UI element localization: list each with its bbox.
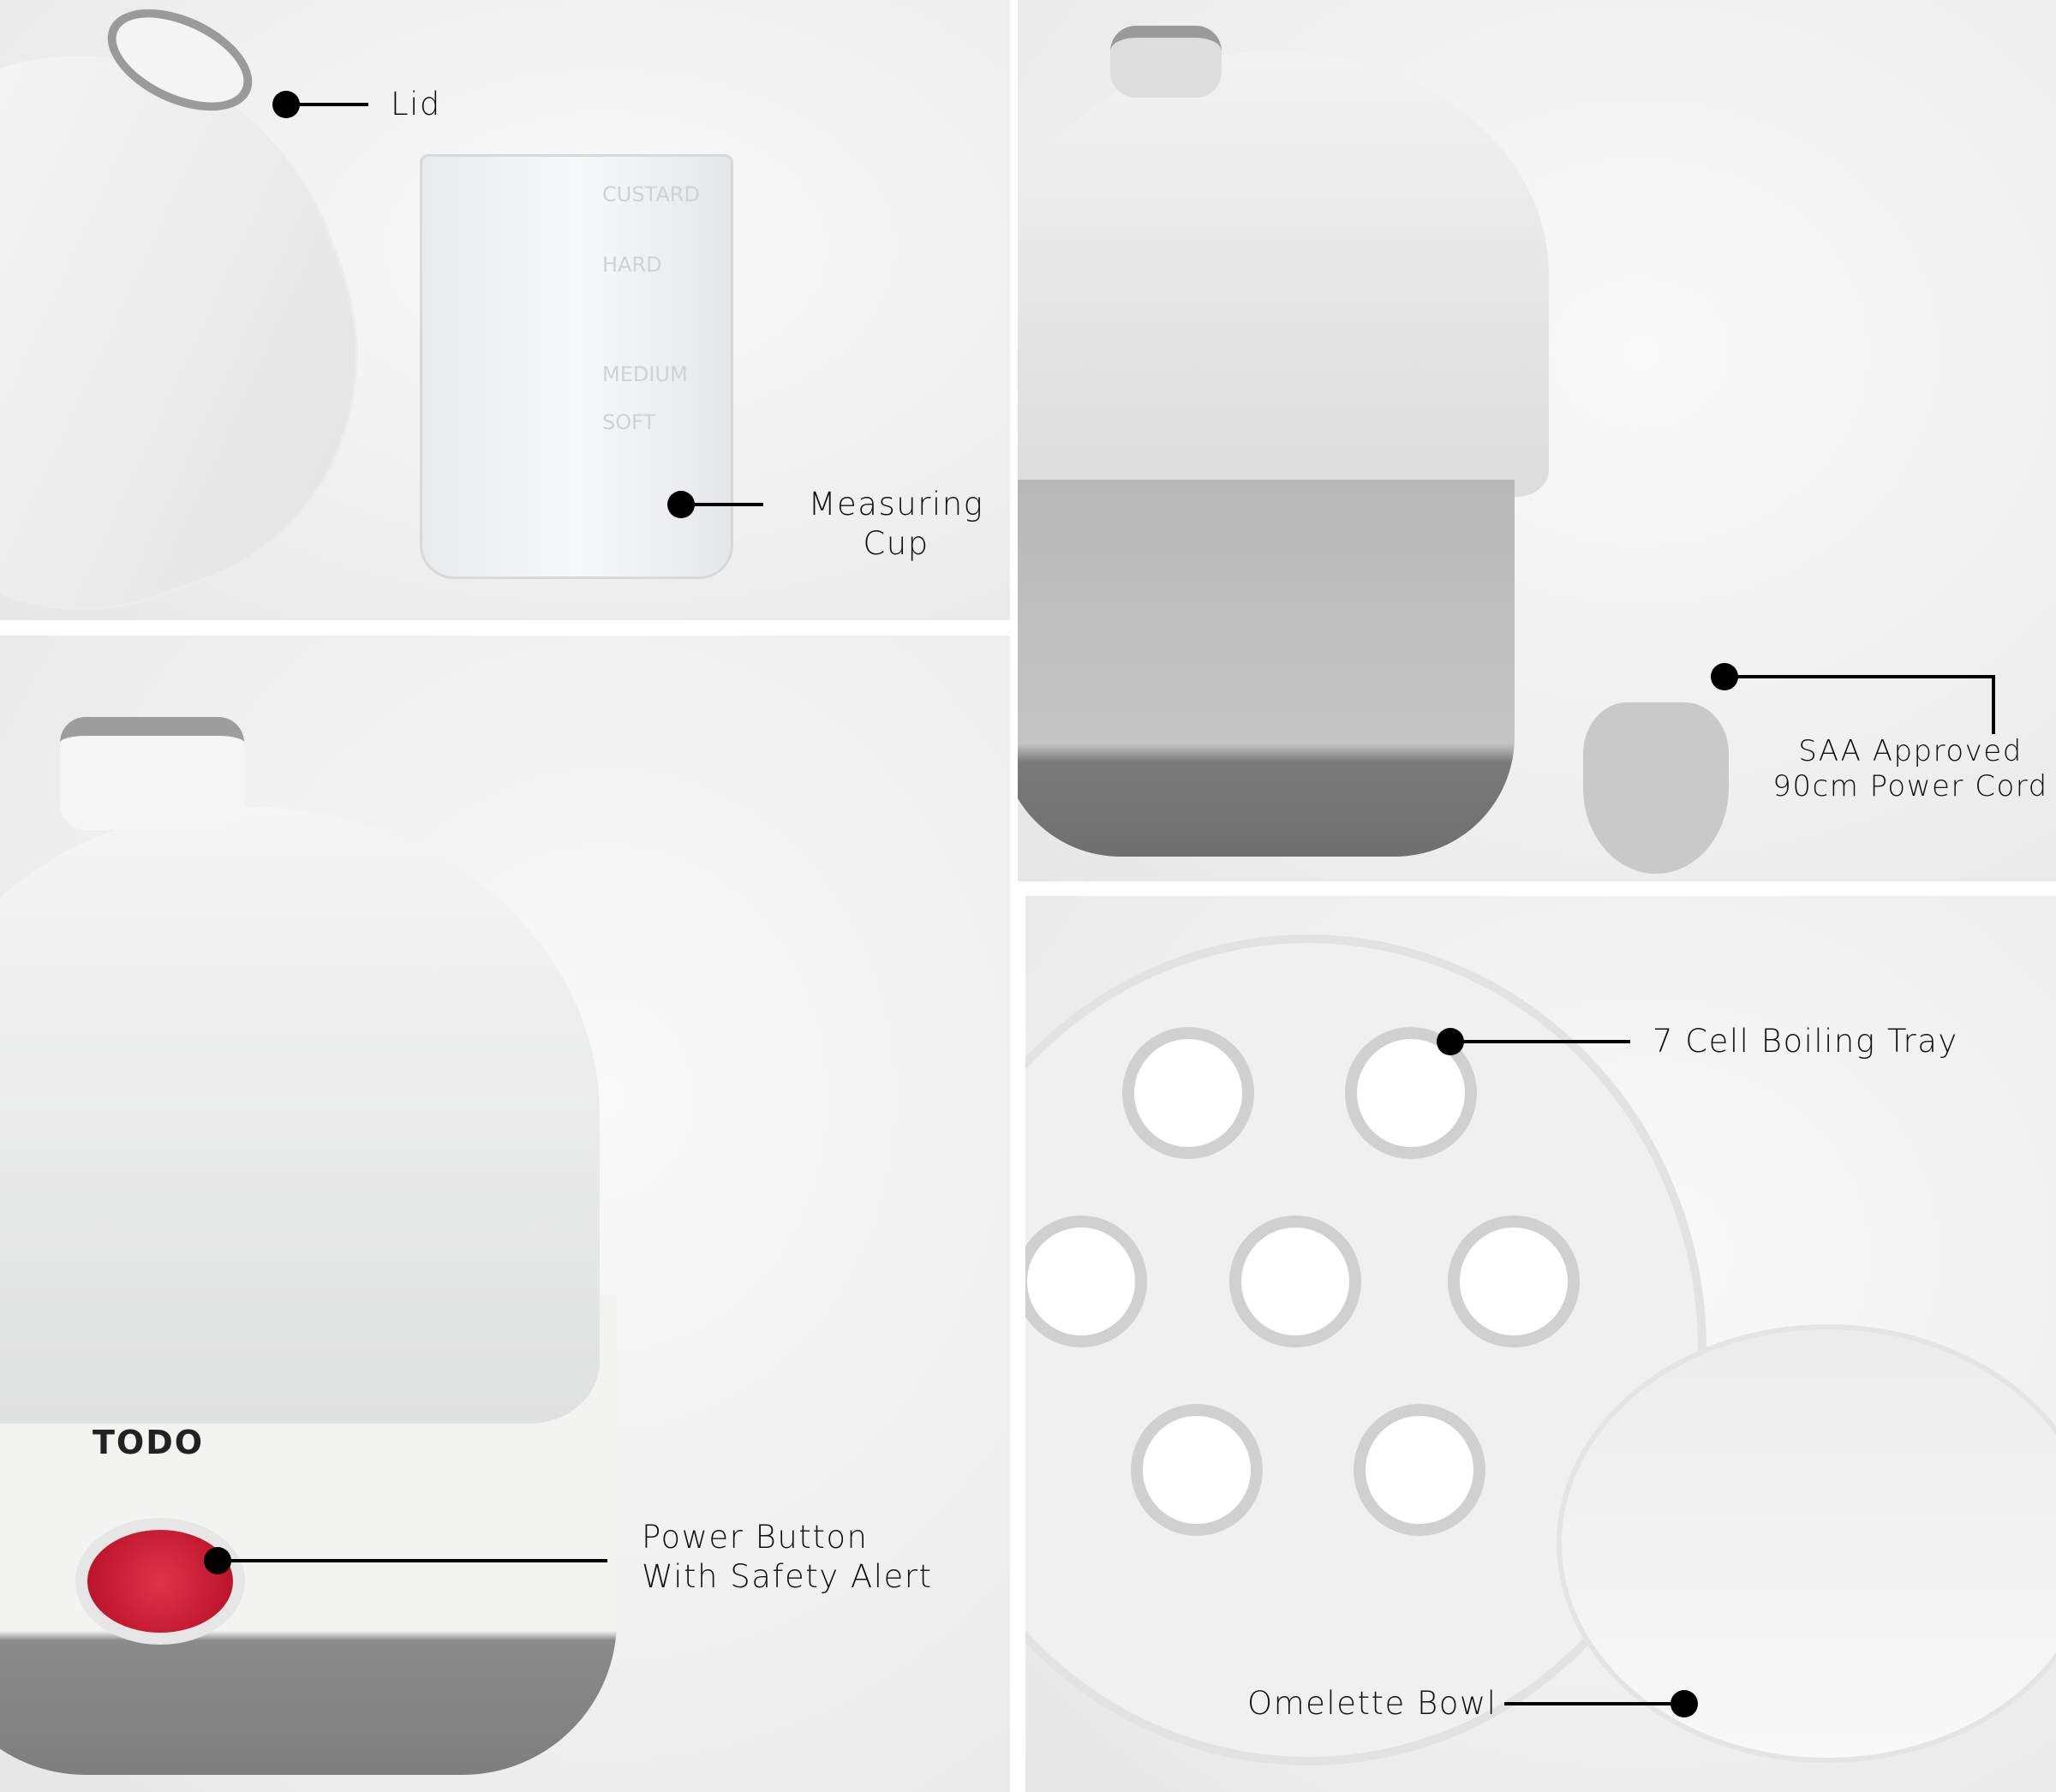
cord-callout-line-vertical [1992, 675, 1995, 734]
panel-power-cord [1018, 0, 2056, 881]
boiling-tray-label: 7 Cell Boiling Tray [1653, 1023, 1958, 1060]
lid-callout-line [286, 103, 368, 106]
panel-power-button: TODO [0, 636, 1010, 1792]
plug-image [1583, 702, 1729, 874]
label-line: Cup [863, 525, 929, 562]
lid-label: Lid [391, 86, 441, 122]
power-switch [75, 1518, 245, 1645]
label-line: Measuring [808, 486, 984, 523]
omelette-bowl-image [1557, 1324, 2056, 1763]
boiling-tray-image [1025, 935, 1706, 1765]
cup-marking: MEDIUM [602, 362, 688, 386]
label-line: SAA Approved [1798, 734, 2023, 768]
label-line: Power Button [642, 1519, 869, 1556]
tray-callout-line [1450, 1040, 1630, 1043]
cup-marking: CUSTARD [602, 182, 700, 206]
panel-tray-bowl [1025, 896, 2056, 1792]
bowl-callout-line [1504, 1702, 1684, 1705]
dome-image [0, 807, 600, 1424]
cooker-dome [1018, 51, 1549, 497]
power-callout-line [218, 1559, 607, 1562]
cup-callout-line [681, 503, 763, 506]
cup-marking: HARD [602, 253, 662, 277]
label-line: 90cm Power Cord [1772, 769, 2048, 803]
panel-lid-cup: CUSTARD HARD MEDIUM SOFT [0, 0, 1010, 620]
cooker-base [1018, 480, 1515, 857]
label-line: With Safety Alert [642, 1558, 933, 1595]
cup-marking: SOFT [602, 410, 656, 434]
cord-callout-line [1724, 675, 1995, 678]
cooker-knob [1110, 26, 1222, 98]
power-button-label: Power Button With Safety Alert [642, 1518, 932, 1597]
todo-logo: TODO [93, 1424, 205, 1461]
knob [60, 717, 244, 830]
power-cord-label: SAA Approved 90cm Power Cord [1765, 734, 2056, 804]
measuring-cup-label: Measuring Cup [805, 485, 987, 564]
omelette-bowl-label: Omelette Bowl [1247, 1685, 1497, 1722]
bowl-callout-dot [1670, 1690, 1698, 1717]
